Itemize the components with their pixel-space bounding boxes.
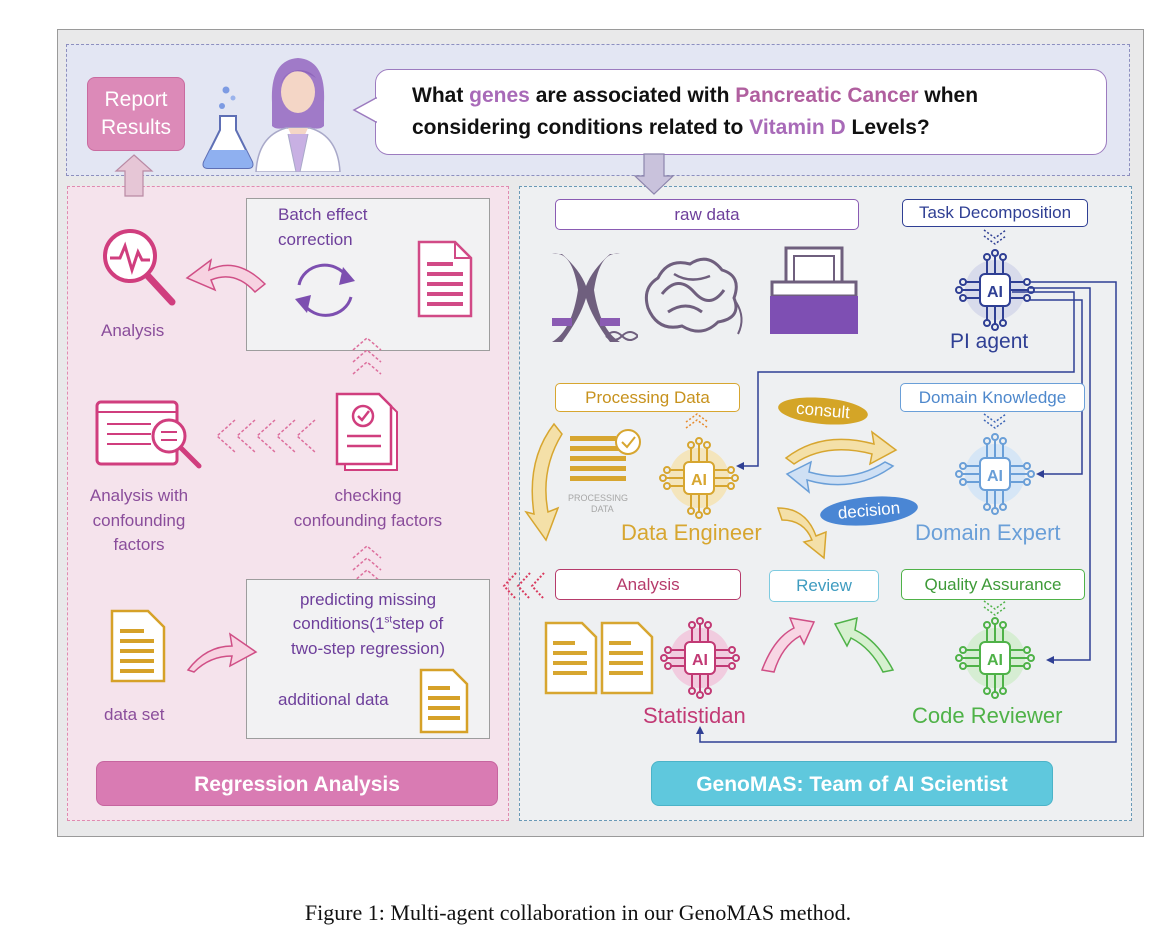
processing-doc-label-2: DATA: [591, 504, 614, 514]
report-results-line2: Results: [100, 116, 172, 139]
statistician-ai-chip-icon: AI: [660, 617, 740, 699]
quality-assurance-label: Quality Assurance: [901, 569, 1085, 600]
analysis-magnifier-icon: [103, 229, 176, 306]
question-bubble: [375, 69, 1107, 155]
pi-agent-label: PI agent: [950, 330, 1029, 353]
predicting-label-sup: st: [384, 614, 393, 626]
analysis-confounding-label-2: confounding: [92, 511, 186, 530]
statistician-label: Statistidan: [643, 703, 746, 728]
domain-expert-label: Domain Expert: [915, 520, 1061, 545]
chromosome-icon: [552, 253, 638, 342]
domain-expert-ai-chip-icon: AI: [955, 433, 1035, 515]
question-line2: considering conditions related to Vitami…: [412, 116, 930, 140]
domain-down-chevron-icon: [983, 413, 1007, 429]
gold-down-arrow-icon: [776, 507, 827, 560]
question-vitamin: Vitamin D: [749, 116, 846, 139]
raw-data-label: raw data: [555, 199, 859, 230]
protein-structure-icon: [644, 257, 743, 335]
analysis-label: Analysis: [101, 321, 165, 340]
report-results-line1: Report: [104, 88, 168, 111]
bubble-tail: [352, 96, 378, 124]
data-set-document-icon: [110, 609, 166, 683]
figure-caption: Figure 1: Multi-agent collaboration in o…: [304, 900, 852, 925]
scientist-icon: [202, 58, 341, 172]
processing-data-label: Processing Data: [555, 383, 740, 412]
task-decomposition-label: Task Decomposition: [902, 199, 1088, 227]
data-engineer-ai-chip-icon: AI: [659, 437, 739, 519]
cycle-icon: [295, 263, 355, 317]
code-reviewer-label: Code Reviewer: [912, 703, 1063, 728]
predicting-label-2b: step of: [392, 614, 444, 633]
analysis-confounding-label-1: Analysis with: [89, 486, 189, 505]
checking-confounding-label-2: confounding factors: [293, 511, 443, 530]
regression-analysis-footer: Regression Analysis: [96, 761, 498, 806]
transfer-chevron-icon: [502, 572, 545, 600]
question-text-3: when: [918, 84, 979, 107]
data-device-icon: [770, 246, 858, 334]
additional-data-label: additional data: [278, 690, 389, 709]
domain-knowledge-label: Domain Knowledge: [900, 383, 1085, 412]
curved-arrow-left-icon: [185, 258, 267, 294]
pi-agent-ai-text: AI: [987, 284, 1003, 301]
question-line1: What genes are associated with Pancreati…: [412, 84, 978, 108]
consult-arrow-icon: [784, 430, 898, 466]
data-set-label: data set: [104, 705, 165, 724]
domain-expert-ai-text: AI: [987, 468, 1003, 485]
predicting-label-2a: conditions(1: [292, 614, 385, 633]
analysis-screen-icon: [95, 400, 202, 469]
flask-icon: [202, 86, 254, 169]
batch-effect-label-1: Batch effect: [278, 205, 368, 224]
chevron-left-icon: [215, 419, 316, 453]
chevron-up-icon-2: [352, 545, 382, 583]
review-arrow-green-icon: [833, 616, 895, 673]
code-reviewer-ai-chip-icon: AI: [955, 617, 1035, 699]
pi-agent-ai-chip-icon: AI: [955, 249, 1035, 331]
predicting-label-2: conditions(1ststep of: [246, 614, 490, 634]
review-label: Review: [769, 570, 879, 602]
question-text-5: Levels?: [845, 116, 930, 139]
task-down-chevron-icon: [983, 229, 1007, 245]
document-icon: [417, 240, 473, 318]
genomas-footer: GenoMAS: Team of AI Scientist: [651, 761, 1053, 806]
processing-doc-label-1: PROCESSING: [568, 493, 629, 503]
down-arrow-icon: [633, 153, 675, 195]
processing-data-document-icon: [570, 429, 641, 481]
question-text-4: considering conditions related to: [412, 116, 750, 139]
pi-agent-connectors: [696, 281, 1117, 743]
data-engineer-ai-text: AI: [691, 472, 707, 489]
up-arrow-icon: [114, 154, 154, 197]
code-reviewer-ai-text: AI: [987, 652, 1003, 669]
checklist-document-icon: [335, 392, 398, 471]
decision-arrow-icon: [785, 460, 895, 494]
curved-arrow-right-icon: [186, 632, 258, 673]
review-arrow-pink-icon: [760, 617, 816, 673]
question-disease: Pancreatic Cancer: [735, 84, 919, 107]
statistician-ai-text: AI: [692, 652, 708, 669]
statistician-documents-icon: [544, 621, 654, 695]
question-text-1: What: [412, 84, 470, 107]
question-text-2: are associated with: [529, 84, 736, 107]
chevron-up-icon: [352, 337, 382, 375]
processing-up-chevron-icon: [685, 413, 709, 429]
analysis-confounding-label-3: factors: [113, 535, 165, 554]
statistician-analysis-label: Analysis: [555, 569, 741, 600]
checking-confounding-label-1: checking: [334, 486, 402, 505]
predicting-label-1: predicting missing: [299, 590, 437, 609]
batch-effect-label-2: correction: [278, 230, 353, 249]
qa-down-chevron-icon: [983, 600, 1007, 616]
additional-data-document-icon: [419, 668, 469, 734]
gold-curved-arrow-icon: [524, 422, 563, 542]
predicting-label-3: two-step regression): [290, 639, 445, 658]
report-results-box: Report Results: [87, 77, 185, 151]
question-genes: genes: [469, 84, 530, 107]
data-engineer-label: Data Engineer: [621, 520, 762, 545]
